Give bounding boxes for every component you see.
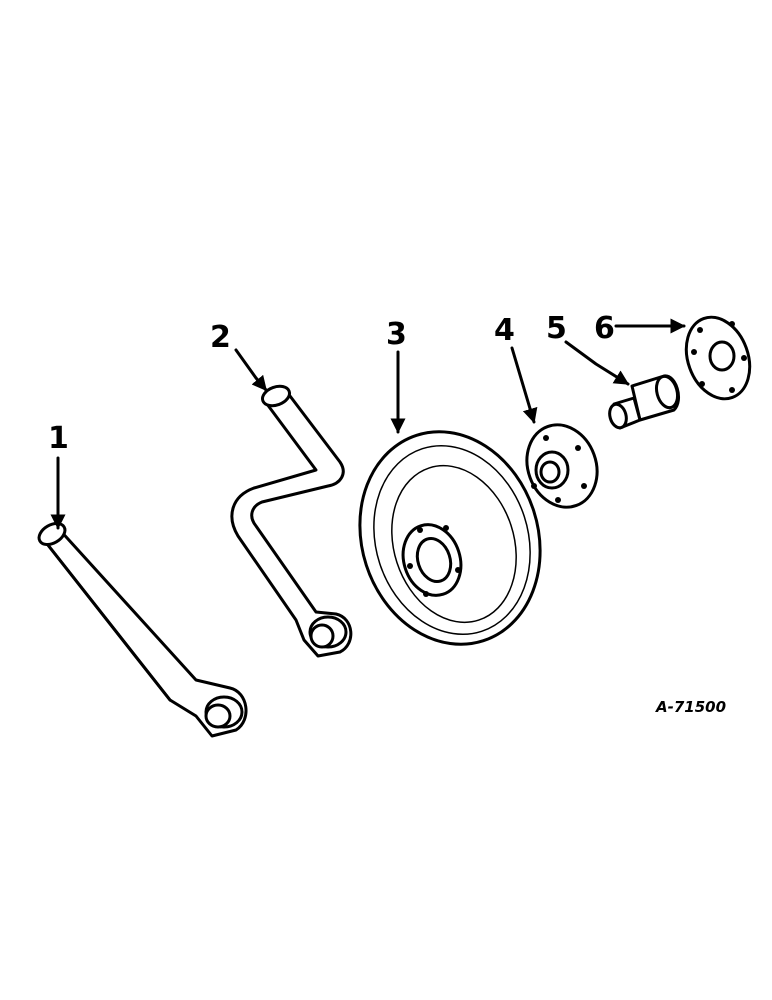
callout-6: 6	[594, 311, 615, 346]
part-4-bearing-flange	[525, 423, 599, 509]
callout-2: 2	[210, 320, 231, 355]
part-1-arm	[37, 522, 248, 738]
callout-5: 5	[546, 311, 567, 346]
leader-5	[564, 340, 630, 386]
leader-4	[510, 346, 538, 424]
part-5-spindle	[608, 374, 680, 430]
callout-3: 3	[386, 317, 407, 352]
figure-reference: A-71500	[655, 698, 726, 716]
part-6-retainer-plate	[684, 315, 752, 401]
part-3-disc	[358, 430, 542, 646]
leader-2	[234, 348, 268, 392]
part-2-offset-arm	[230, 384, 353, 658]
callout-4: 4	[494, 313, 515, 348]
callout-1: 1	[48, 421, 69, 456]
